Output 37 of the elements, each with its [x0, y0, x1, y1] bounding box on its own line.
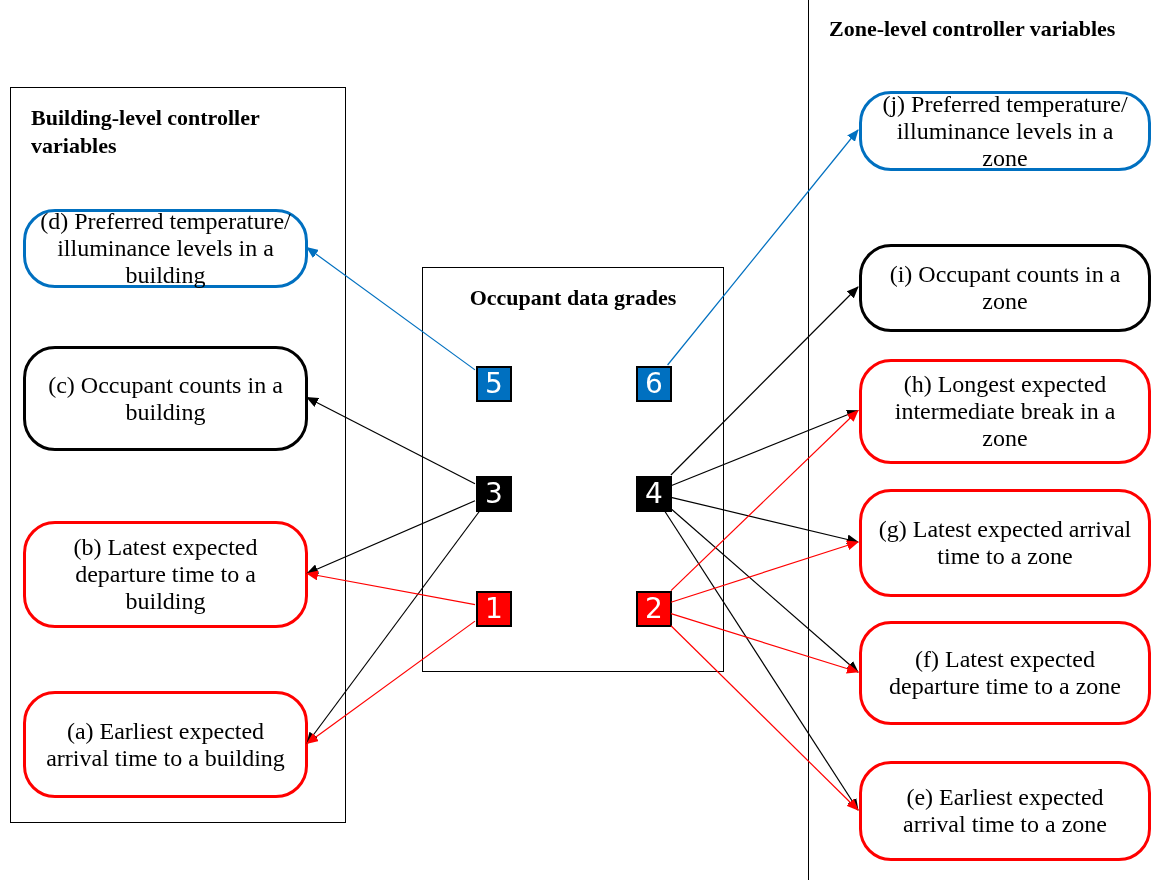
- variable-box: (d) Preferred temperature/ illuminance levels in a building: [23, 209, 308, 288]
- variable-box: (f) Latest expected departure time to a zone: [859, 621, 1151, 725]
- variable-box: (j) Preferred temperature/ illuminance levels in a zone: [859, 91, 1151, 171]
- grade-square: 5: [476, 366, 512, 402]
- arrow: [306, 246, 476, 371]
- variable-box: (e) Earliest expected arrival time to a zone: [859, 761, 1151, 861]
- panel-heading: Occupant data grades: [468, 284, 678, 312]
- variable-box: (b) Latest expected departure time to a building: [23, 521, 308, 628]
- arrow: [670, 613, 859, 674]
- arrow: [306, 570, 476, 606]
- arrow: [306, 620, 476, 745]
- variable-box: (g) Latest expected arrival time to a zone: [859, 489, 1151, 597]
- grade-square: 2: [636, 591, 672, 627]
- arrow: [306, 396, 476, 485]
- arrow: [664, 510, 859, 811]
- arrow: [670, 540, 859, 603]
- arrow: [670, 409, 859, 592]
- variable-box: (a) Earliest expected arrival time to a building: [23, 691, 308, 798]
- panel: [10, 87, 346, 823]
- arrow: [670, 409, 859, 487]
- arrow: [667, 129, 859, 366]
- arrow: [670, 496, 859, 545]
- variable-box: (c) Occupant counts in a building: [23, 346, 308, 451]
- panel-heading: Building-level controller variables: [31, 104, 261, 160]
- panel: [422, 267, 724, 672]
- panel-heading: Zone-level controller variables: [829, 15, 1117, 43]
- arrow: [670, 625, 859, 811]
- grade-square: 4: [636, 476, 672, 512]
- variable-box: (i) Occupant counts in a zone: [859, 244, 1151, 332]
- arrow: [306, 510, 481, 745]
- arrow: [670, 286, 859, 476]
- arrow: [670, 508, 859, 673]
- grade-square: 6: [636, 366, 672, 402]
- arrow: [306, 500, 476, 575]
- grade-square: 3: [476, 476, 512, 512]
- variable-box: (h) Longest expected intermediate break in a zone: [859, 359, 1151, 464]
- grade-square: 1: [476, 591, 512, 627]
